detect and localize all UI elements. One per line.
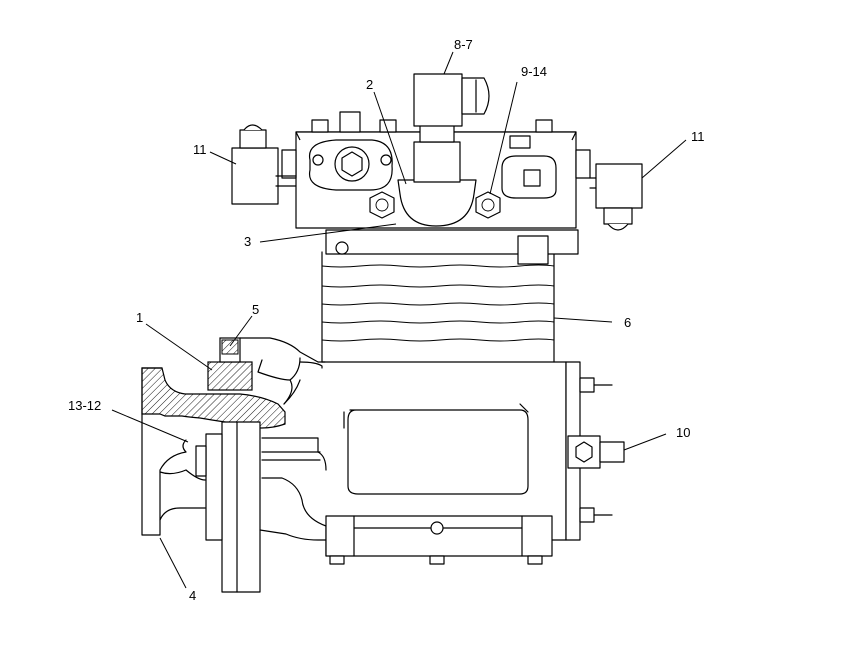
- heater-right-part-11: [589, 163, 643, 231]
- callout-11-right: 11: [691, 129, 705, 144]
- crankcase: [239, 337, 613, 565]
- callout-13-12: 13-12: [68, 398, 101, 413]
- callout-2: 2: [366, 77, 373, 92]
- leader-lines: [111, 51, 687, 589]
- fitting-part-10: [567, 435, 625, 469]
- callout-1: 1: [136, 310, 143, 325]
- unloader-bracket-part-2: [397, 123, 477, 227]
- mounting-flange: [182, 421, 261, 593]
- solenoid-part-8-7: [413, 73, 490, 127]
- cylinder-block: [321, 251, 555, 363]
- hatched-gear-housing-section: [141, 367, 286, 429]
- heater-left-part-11: [231, 124, 297, 205]
- callout-8-7: 8-7: [454, 37, 473, 52]
- callout-10: 10: [676, 425, 690, 440]
- callout-3: 3: [244, 234, 251, 249]
- callout-6: 6: [624, 315, 631, 330]
- callout-labels: 8-7 2 9-14 11 11 3 6 1 5 13-12 10 4: [68, 37, 705, 603]
- callout-11-left: 11: [193, 142, 207, 157]
- callout-5: 5: [252, 302, 259, 317]
- callout-9-14: 9-14: [521, 64, 547, 79]
- seal-ring-part-1: [207, 337, 253, 391]
- callout-4: 4: [189, 588, 196, 603]
- capscrews-part-9-14: [369, 191, 501, 219]
